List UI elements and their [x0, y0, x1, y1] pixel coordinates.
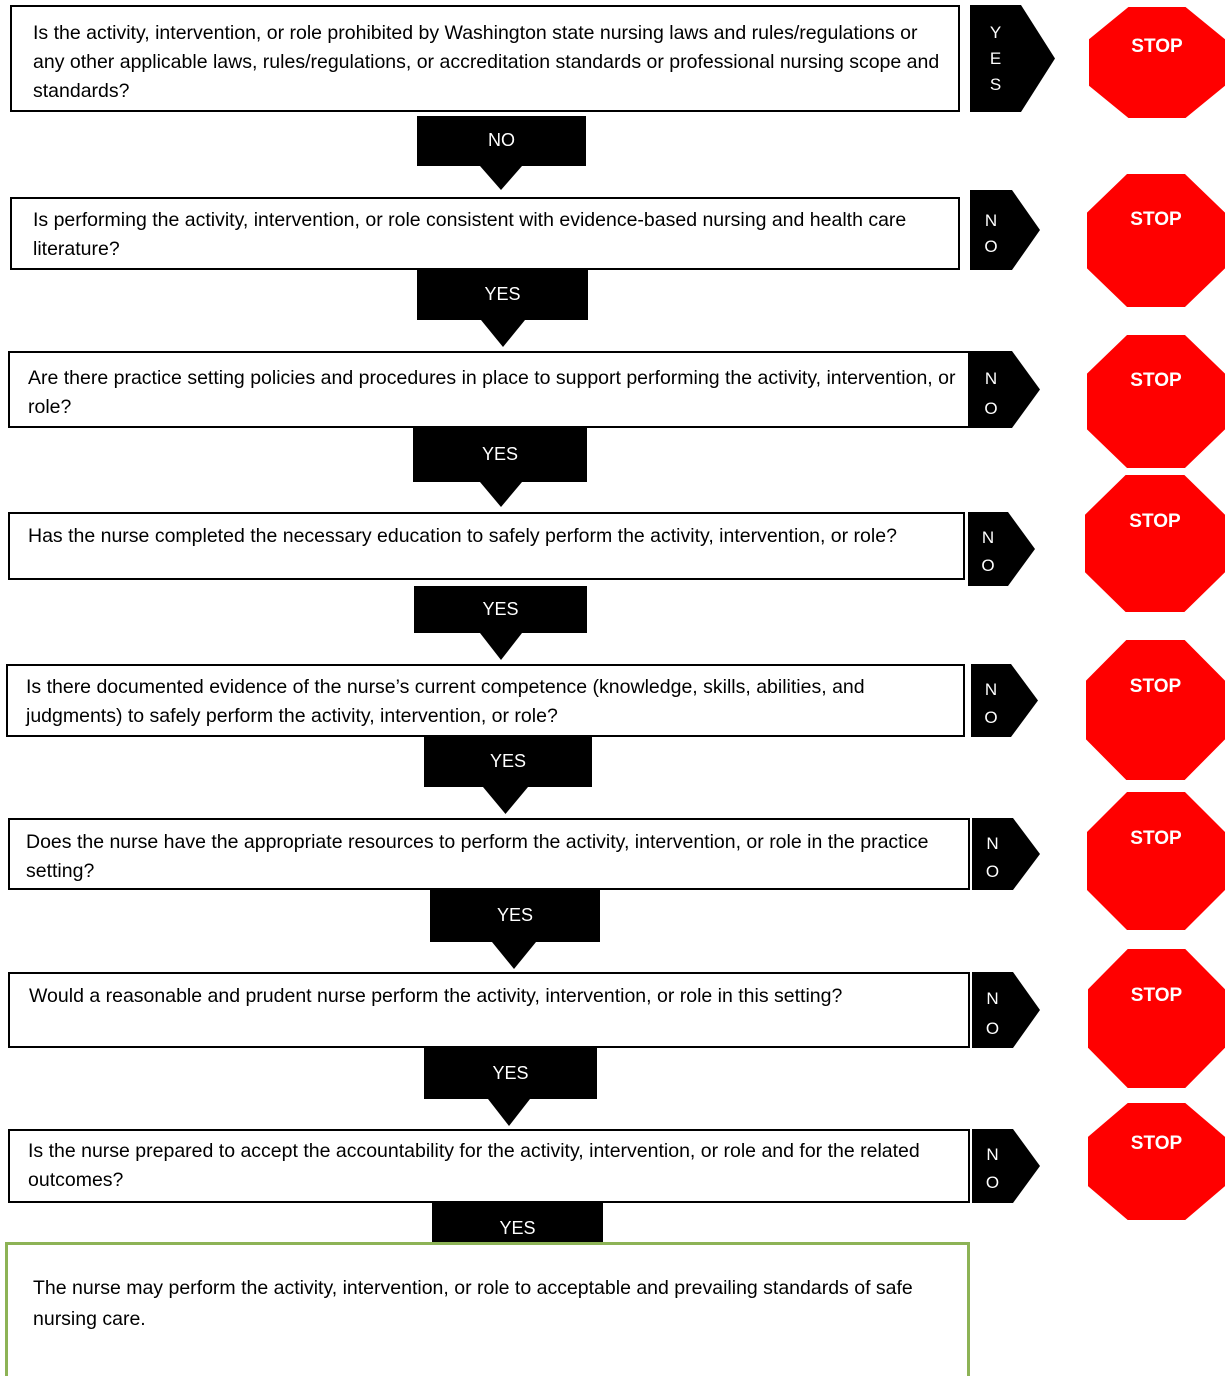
stop-sign-8: STOP — [1088, 1103, 1225, 1220]
question-text-5: Is there documented evidence of the nurs… — [26, 676, 865, 727]
side-arrow-8 — [972, 1129, 1040, 1203]
stop-sign-2: STOP — [1087, 174, 1225, 307]
question-box-2 — [10, 197, 960, 270]
side-arrow-6 — [972, 818, 1040, 890]
connector-label-8: YES — [499, 1218, 536, 1238]
down-connector-4: YES — [414, 586, 587, 633]
down-arrow-icon — [483, 787, 528, 814]
down-arrow-icon — [492, 942, 536, 969]
stop-sign-4: STOP — [1085, 475, 1225, 612]
connector-label-4: YES — [482, 599, 519, 619]
stop-label: STOP — [1130, 370, 1182, 391]
down-connector-6: YES — [430, 890, 600, 942]
stop-label: STOP — [1130, 985, 1183, 1006]
down-connector-1: NO — [417, 116, 586, 166]
down-connector-5: YES — [424, 737, 592, 787]
stop-octagon-icon — [1085, 475, 1225, 612]
stop-sign-5: STOP — [1086, 640, 1225, 780]
side-arrow-4 — [968, 512, 1035, 586]
down-arrow-icon — [480, 482, 522, 507]
side-arrow-3 — [970, 351, 1040, 428]
stop-label: STOP — [1129, 676, 1182, 697]
question-box-4 — [8, 512, 965, 580]
side-arrow-5 — [971, 664, 1038, 737]
question-box-1 — [10, 5, 960, 112]
question-text-1: Is the activity, intervention, or role p… — [33, 22, 940, 102]
question-text-3: Are there practice setting policies and … — [28, 367, 956, 418]
down-arrow-icon — [488, 1099, 530, 1126]
stop-label: STOP — [1129, 511, 1181, 532]
final-outcome-text: The nurse may perform the activity, inte… — [33, 1277, 913, 1330]
connector-label-3: YES — [481, 444, 519, 464]
question-box-5 — [6, 664, 965, 737]
down-arrow-icon — [480, 166, 522, 190]
connector-label-6: YES — [496, 905, 534, 925]
question-text-6: Does the nurse have the appropriate reso… — [26, 831, 929, 882]
stop-octagon-icon — [1086, 640, 1225, 780]
final-outcome-box: The nurse may perform the activity, inte… — [5, 1242, 970, 1376]
question-box-7 — [8, 972, 970, 1048]
down-connector-2: YES — [417, 270, 588, 320]
down-connector-3: YES — [413, 428, 587, 482]
stop-label: STOP — [1131, 36, 1183, 57]
question-text-8: Is the nurse prepared to accept the acco… — [28, 1140, 920, 1191]
side-arrow-7 — [972, 972, 1040, 1048]
stop-octagon-icon — [1089, 7, 1225, 118]
stop-octagon-icon — [1087, 174, 1225, 307]
down-arrow-icon — [481, 320, 525, 347]
stop-octagon-icon — [1087, 792, 1225, 930]
question-box-3 — [8, 351, 970, 428]
stop-label: STOP — [1130, 1133, 1183, 1154]
connector-label-7: YES — [492, 1063, 529, 1083]
stop-sign-6: STOP — [1087, 792, 1225, 930]
question-text-7: Would a reasonable and prudent nurse per… — [29, 985, 843, 1007]
stop-label: STOP — [1130, 828, 1182, 849]
down-arrow-icon — [480, 633, 522, 660]
side-arrow-2 — [970, 190, 1040, 270]
down-connector-7: YES — [424, 1048, 597, 1099]
stop-sign-3: STOP — [1087, 335, 1225, 468]
connector-label-2: YES — [484, 284, 521, 304]
question-box-6 — [8, 818, 970, 890]
question-text-4: Has the nurse completed the necessary ed… — [28, 525, 897, 547]
connector-label-1: NO — [488, 130, 515, 150]
stop-octagon-icon — [1088, 949, 1225, 1088]
stop-sign-1: STOP — [1089, 7, 1225, 118]
stop-octagon-icon — [1087, 335, 1225, 468]
stop-sign-7: STOP — [1088, 949, 1225, 1088]
stop-octagon-icon — [1088, 1103, 1225, 1220]
question-text-2: Is performing the activity, intervention… — [33, 209, 907, 260]
stop-label: STOP — [1130, 209, 1182, 230]
side-arrow-1 — [970, 5, 1055, 112]
question-box-8 — [8, 1129, 970, 1203]
connector-label-5: YES — [489, 751, 527, 771]
